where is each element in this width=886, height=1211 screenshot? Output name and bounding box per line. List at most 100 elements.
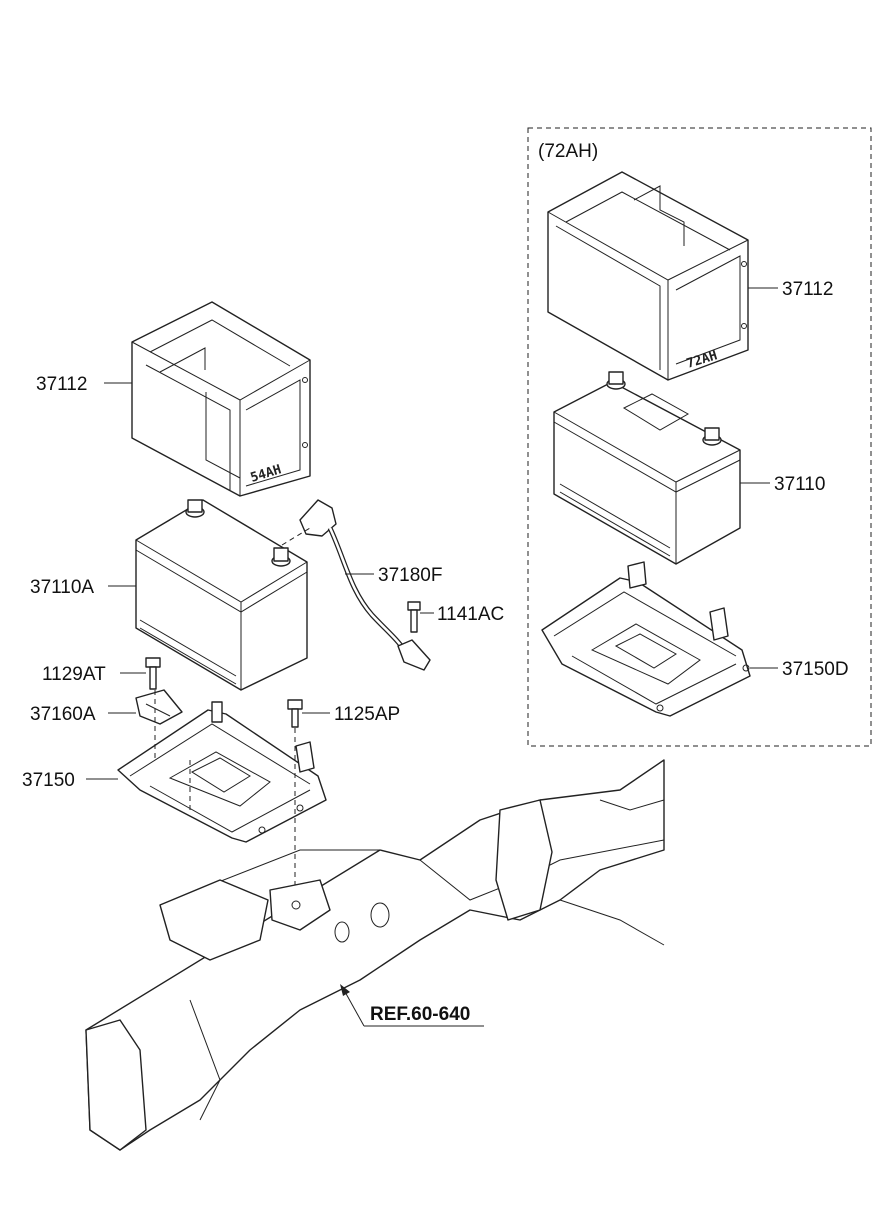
label-clamp: 37160A [30, 704, 96, 725]
frame-mount-hole [291, 900, 301, 910]
cover-outline [131, 301, 311, 497]
battery-post-positive [273, 547, 289, 562]
bolt-1129at [145, 657, 161, 690]
tray72-floor-edge [571, 655, 737, 705]
battery-cable [281, 499, 431, 671]
clamp-body [135, 689, 183, 725]
variant-box-border [527, 127, 872, 747]
frame-gusset [189, 999, 221, 1121]
bolt-1129at-head [145, 657, 161, 668]
cable-ring-lug [397, 639, 431, 671]
part-labels: 37112 37110A 37180F 1141AC 1129AT 37160A… [22, 279, 849, 1025]
label-cover-left: 37112 [36, 374, 87, 395]
reference-arrowhead [340, 984, 350, 996]
frame-hole-1 [334, 921, 350, 943]
battery-54ah [135, 499, 308, 691]
label-bolt-1141ac: 1141AC [437, 604, 504, 625]
battery-vent-slot [155, 519, 171, 529]
tray-inner-rim [129, 723, 311, 785]
battery-72ah [553, 371, 741, 565]
cover-front-panel [245, 379, 301, 487]
cover-inner-rim [149, 319, 291, 367]
label-tray-left: 37150 [22, 770, 75, 791]
battery-outline [135, 499, 308, 691]
tray-floor-edge [149, 785, 311, 833]
tray-recess [168, 751, 271, 807]
battery72-post-positive [704, 427, 720, 441]
battery-lid-lip [135, 549, 308, 613]
battery72-base-ledge-2 [559, 491, 671, 557]
tray72-recess [590, 623, 701, 685]
cover-rivet-2 [302, 442, 308, 448]
cover72-outline [547, 171, 749, 381]
cover72-cross-cutout [633, 185, 685, 246]
bolt-1141ac [407, 601, 421, 633]
battery72-base-ledge-1 [559, 483, 671, 549]
tray72-inner-rim [553, 591, 737, 657]
label-bolt-1129at: 1129AT [42, 664, 106, 685]
battery72-lid-lip [553, 421, 741, 493]
label-reference: REF.60-640 [370, 1004, 470, 1025]
label-bolt-1125ap: 1125AP [334, 704, 400, 725]
bolt-1129at-shank [149, 666, 157, 690]
frame-hole-2 [370, 902, 390, 928]
tray72-recess-inner [614, 633, 677, 669]
battery72-handle-recess [622, 393, 690, 431]
tray72-bracket [709, 607, 729, 641]
label-battery-right: 37110 [774, 474, 825, 495]
battery72-outline [553, 381, 741, 565]
frame-mount-plate [159, 879, 269, 961]
cover-cutout-2 [205, 392, 241, 479]
cover72-side-panel [555, 225, 661, 370]
tray72-tab [627, 561, 647, 589]
tray72-hole-2 [742, 664, 750, 672]
frame-end-bracket [85, 1019, 147, 1151]
bolt-1125ap-head [287, 699, 303, 710]
tray72-hole-1 [656, 704, 664, 712]
battery-post-negative [187, 499, 203, 513]
cable-wire-highlight [328, 527, 406, 651]
label-battery-left: 37110A [30, 577, 94, 598]
battery-cover-72ah: 72AH [547, 171, 749, 381]
label-cover-right: 37112 [782, 279, 833, 300]
battery-base-ledge-1 [139, 619, 237, 677]
label-tray-right: 37150D [782, 659, 849, 680]
frame-rail [85, 759, 665, 1151]
frame-strut [495, 799, 553, 921]
cover72-rivet-2 [741, 323, 747, 329]
frame-lower-edge [559, 899, 665, 946]
bolt-1141ac-head [407, 601, 421, 611]
battery72-post-negative [608, 371, 624, 385]
cover72-rivet-1 [741, 261, 747, 267]
cover-cutout-1 [159, 347, 206, 373]
bolt-1125ap [287, 699, 303, 728]
tray-hole-1 [258, 826, 266, 834]
battery-tray-72ah [541, 561, 751, 717]
cable-terminal-clamp [299, 499, 337, 537]
battery-base-ledge-2 [139, 627, 237, 685]
leader-reference-arrow [343, 989, 365, 1027]
label-cable: 37180F [378, 565, 442, 586]
battery-tray [117, 690, 327, 910]
tray-hole-2 [296, 804, 304, 812]
bolt-1125ap-shank [291, 708, 299, 728]
frame-upper-flange [599, 799, 665, 811]
cover72-front-panel [675, 255, 741, 365]
cover-side-panel [145, 364, 231, 490]
tray-recess-inner [190, 757, 251, 793]
cable-to-terminal-guide [281, 527, 311, 546]
battery-clamp [135, 689, 183, 725]
tray-bracket [295, 741, 315, 773]
vehicle-frame [85, 759, 665, 1151]
tray72-outline [541, 577, 751, 717]
clamp-fold [145, 703, 171, 717]
cover-rivet-1 [302, 377, 308, 383]
cable-wire [327, 526, 407, 652]
leader-lines [86, 287, 778, 1027]
variant-72ah-box: (72AH) [527, 127, 872, 747]
cover72-inner-rim [565, 191, 731, 251]
battery-cover-54ah: 54AH [131, 301, 311, 497]
variant-box-title: (72AH) [538, 141, 598, 162]
